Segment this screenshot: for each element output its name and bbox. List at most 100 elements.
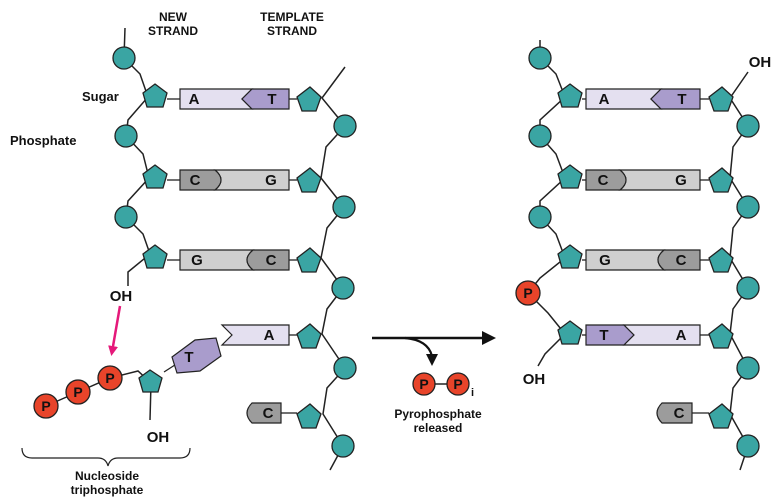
phosphate-circle [736, 114, 760, 138]
base-pair-2: C G [582, 169, 709, 191]
phosphate-letter: P [453, 376, 462, 392]
phosphate-circle [528, 46, 552, 70]
phosphate-circle [332, 195, 356, 219]
base-adenine [585, 88, 663, 110]
oh-label: OH [110, 288, 133, 305]
phosphate-letter: P [105, 370, 114, 386]
base-letter: T [599, 327, 608, 344]
template-base-adenine [220, 324, 290, 346]
base-pair-3: G C [167, 249, 297, 271]
base-letter: C [263, 405, 274, 422]
new-strand-label-line1: NEW [159, 10, 188, 24]
sugar-pentagon [142, 164, 168, 189]
base-thymine [650, 88, 701, 110]
reaction: P P i Pyrophosphate released [372, 331, 496, 435]
sugar-pentagon [296, 403, 322, 429]
phosphate-circle [331, 434, 355, 458]
sugar-pentagon [296, 247, 322, 273]
sugar-pentagon [708, 403, 734, 429]
base-letter: C [266, 252, 277, 269]
phosphate-circle [333, 356, 357, 380]
byproduct-arrowhead [426, 354, 438, 366]
sugar-pentagon [708, 167, 734, 193]
phosphate-letter: P [523, 285, 532, 301]
phosphate-circle [114, 124, 138, 148]
phosphate-letter: P [419, 376, 428, 392]
pyrophosphate-label-line1: Pyrophosphate [394, 407, 482, 421]
sugar-pentagon [557, 244, 583, 269]
base-letter: G [675, 172, 687, 189]
phosphate-circle [114, 205, 138, 229]
phosphate-red-circle [65, 379, 91, 405]
base-letter: C [674, 405, 685, 422]
base-thymine [241, 88, 290, 110]
base-cytosine [657, 249, 701, 271]
base-letter: C [598, 172, 609, 189]
sugar-pentagon [142, 83, 168, 108]
nucleophilic-attack-arrow [108, 305, 122, 356]
nucleoside-triphosphate-label-line2: triphosphate [71, 483, 144, 497]
base-guanine [213, 169, 290, 191]
phosphate-circle [736, 356, 760, 380]
incoming-nucleoside-triphosphate: T P P P OH [33, 337, 222, 446]
template-strand-backbone [320, 66, 346, 471]
base-adenine [622, 324, 701, 346]
base-pair-3: G C [582, 249, 709, 271]
sugar-label: Sugar [82, 89, 119, 104]
base-letter: C [190, 172, 201, 189]
phosphate-circle [112, 46, 136, 70]
sugar-pentagon [142, 244, 168, 269]
incoming-thymine [171, 337, 222, 374]
left-panel: NEW STRAND TEMPLATE STRAND Sugar Phospha… [10, 10, 357, 497]
sugar-pentagon [557, 83, 583, 108]
base-pair-1: A T [582, 88, 709, 110]
brace [21, 447, 191, 467]
base-letter: A [676, 327, 687, 344]
phosphate-red-circle [412, 372, 436, 396]
phosphate-circle [528, 124, 552, 148]
base-letter: T [184, 349, 193, 366]
pyrophosphate-label-line2: released [414, 421, 463, 435]
sugar-pentagon [557, 164, 583, 189]
inorganic-subscript: i [471, 387, 474, 399]
base-cytosine [179, 169, 222, 191]
base-guanine [618, 169, 701, 191]
template-strand-backbone [729, 71, 749, 471]
sugar-pentagon [708, 323, 734, 349]
base-letter: G [599, 252, 611, 269]
base-cytosine [585, 169, 627, 191]
phosphate-red-circle [33, 393, 59, 419]
oh-label: OH [147, 429, 170, 446]
phosphate-red-circle [446, 372, 470, 396]
phosphate-circle [736, 434, 760, 458]
oh-label: OH [523, 371, 546, 388]
phosphate-red-circle [97, 365, 123, 391]
right-panel: OH P OH A T [515, 40, 772, 471]
new-phosphodiester-phosphate [515, 280, 541, 306]
base-letter: G [265, 172, 277, 189]
base-pair-4: T A [582, 324, 709, 346]
reaction-arrowhead [482, 331, 496, 345]
base-pair-2: C G [167, 169, 297, 191]
phosphate-circle [528, 205, 552, 229]
phosphate-letter: P [73, 384, 82, 400]
base-letter: T [677, 91, 686, 108]
phosphate-letter: P [41, 398, 50, 414]
sugar-pentagon [296, 86, 322, 112]
sugar-pentagon [296, 323, 322, 349]
template-base-cytosine [656, 402, 693, 424]
oh-label: OH [749, 54, 772, 71]
nucleoside-triphosphate-label-line1: Nucleoside [75, 469, 139, 483]
sugar-pentagon [557, 320, 583, 345]
template-base-cytosine [246, 402, 282, 424]
base-letter: A [189, 91, 200, 108]
base-pair-1: A T [167, 88, 297, 110]
base-guanine [585, 249, 666, 271]
phosphate-circle [736, 276, 760, 300]
base-letter: A [599, 91, 610, 108]
sugar-pentagon [708, 247, 734, 273]
phosphate-circle [736, 195, 760, 219]
base-letter: A [264, 327, 275, 344]
new-strand-backbone [526, 40, 567, 367]
